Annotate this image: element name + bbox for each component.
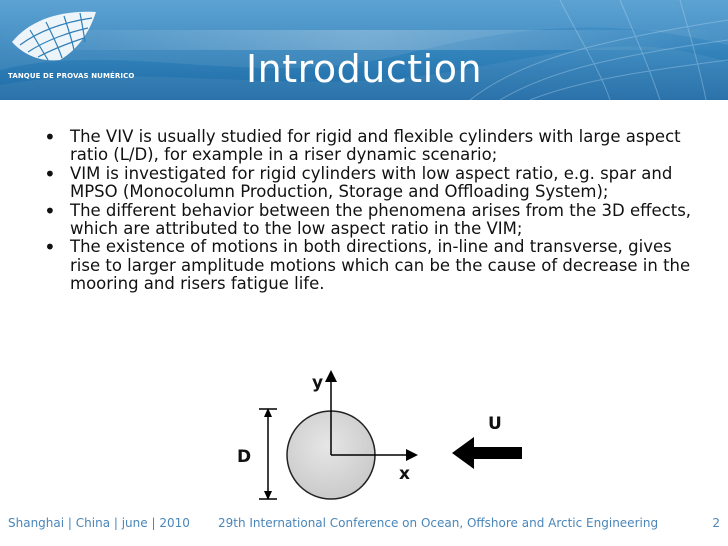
x-axis-label: x — [399, 464, 410, 484]
logo-icon — [12, 11, 96, 61]
bullet-item: The different behavior between the pheno… — [44, 201, 694, 239]
bullet-item: The existence of motions in both directi… — [44, 238, 694, 293]
diameter-label: D — [237, 447, 251, 467]
slide-header: TANQUE DE PROVAS NUMÉRICO Introduction — [0, 0, 728, 100]
header-background — [0, 0, 728, 100]
bullet-item: The VIV is usually studied for rigid and… — [44, 127, 694, 165]
flow-arrow-icon — [452, 437, 522, 469]
flow-velocity-label: U — [488, 414, 502, 434]
footer-conference: 29th International Conference on Ocean, … — [218, 516, 659, 530]
cylinder-diagram: y x D U — [237, 370, 522, 500]
slide-footer: Shanghai | China | june | 2010 29th Inte… — [0, 514, 728, 534]
footer-location: Shanghai | China | june | 2010 — [8, 516, 190, 530]
bullet-item: VIM is investigated for rigid cylinders … — [44, 164, 694, 202]
page-title: Introduction — [245, 47, 483, 91]
page-number: 2 — [712, 516, 720, 530]
logo-caption: TANQUE DE PROVAS NUMÉRICO — [8, 72, 135, 80]
y-axis-label: y — [312, 373, 323, 393]
bullet-list: The VIV is usually studied for rigid and… — [44, 127, 694, 294]
